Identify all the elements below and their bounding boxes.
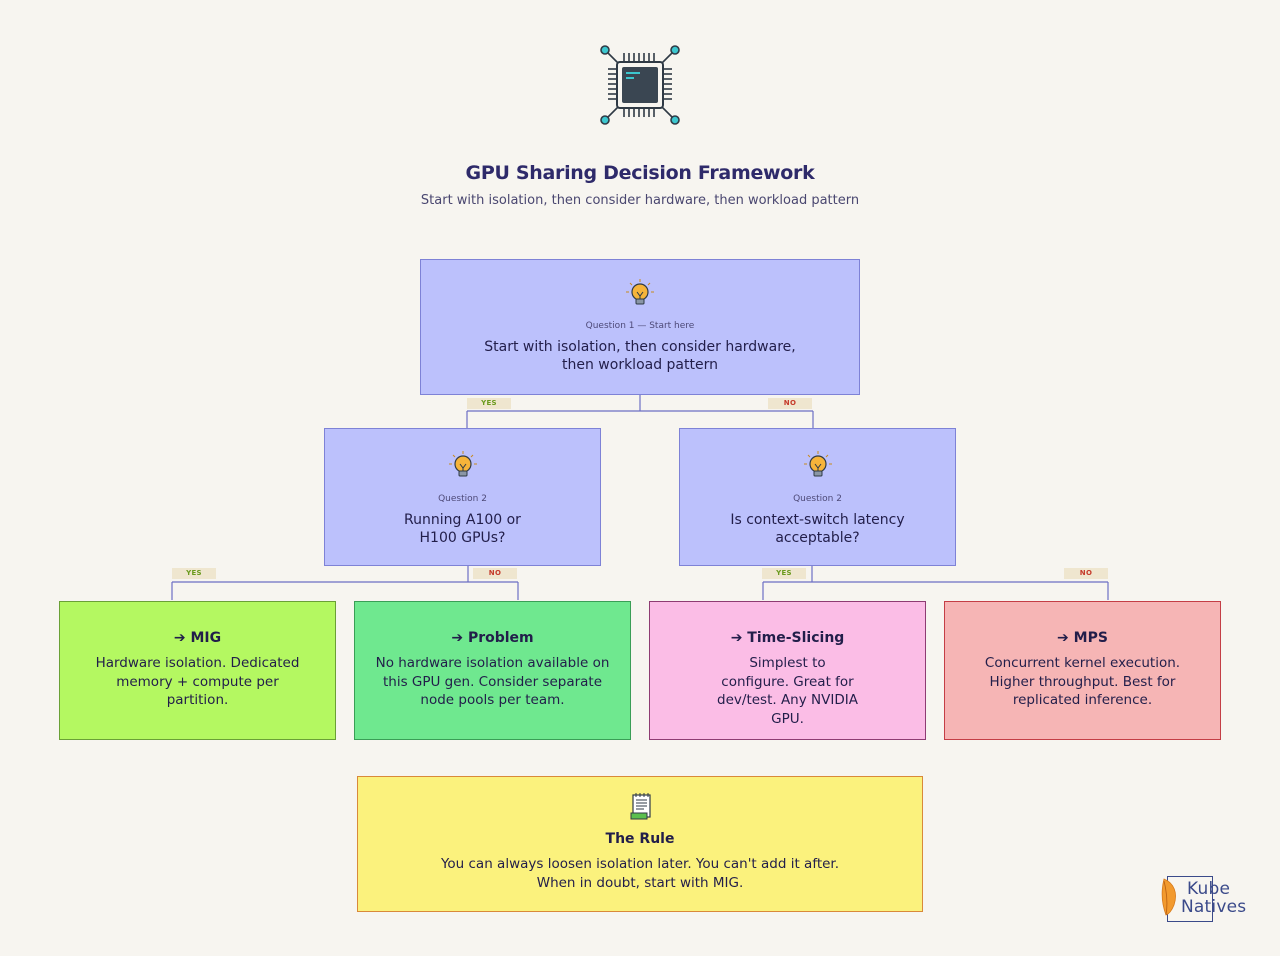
no-tag: NO	[1064, 568, 1108, 579]
notepad-icon	[630, 793, 651, 820]
arrow-icon: ➔	[173, 630, 186, 646]
question-2-latency-node: Question 2 Is context-switch latency acc…	[679, 428, 956, 566]
page-subtitle: Start with isolation, then consider hard…	[420, 193, 860, 208]
no-tag: NO	[768, 398, 812, 409]
arrow-icon: ➔	[730, 630, 743, 646]
result-body: No hardware isolation available on this …	[375, 655, 610, 708]
result-title: ➔ Time-Slicing	[650, 630, 925, 646]
result-time-slicing-node: ➔ Time-Slicing Simplest to configure. Gr…	[649, 601, 926, 740]
rule-box: The Rule You can always loosen isolation…	[357, 776, 923, 912]
question-label: Question 2	[793, 494, 842, 504]
lightbulb-icon	[448, 451, 477, 477]
cpu-chip-icon	[600, 45, 680, 125]
rule-body: You can always loosen isolation later. Y…	[440, 856, 840, 891]
arrow-icon: ➔	[1057, 630, 1069, 646]
rule-title: The Rule	[605, 831, 675, 847]
result-body: Hardware isolation. Dedicated memory + c…	[95, 655, 300, 708]
result-title: ➔ MIG	[60, 630, 335, 646]
yes-tag: YES	[762, 568, 806, 579]
brand-logo: Kube Natives	[1158, 873, 1258, 925]
result-body: Simplest to configure. Great for dev/tes…	[717, 655, 858, 727]
lightbulb-icon	[626, 279, 654, 305]
arrow-icon: ➔	[451, 630, 464, 646]
question-1-node: Question 1 — Start here Start with isola…	[420, 259, 860, 395]
question-text: Is context-switch latency acceptable?	[730, 512, 905, 546]
result-body: Concurrent kernel execution. Higher thro…	[984, 655, 1181, 708]
yes-tag: YES	[467, 398, 511, 409]
result-title-text: MPS	[1073, 630, 1108, 646]
question-text: Start with isolation, then consider hard…	[484, 339, 796, 373]
question-2-hardware-node: Question 2 Running A100 or H100 GPUs?	[324, 428, 601, 566]
question-label: Question 1 — Start here	[585, 321, 695, 331]
result-mig-node: ➔ MIG Hardware isolation. Dedicated memo…	[59, 601, 336, 740]
feather-icon	[1161, 878, 1176, 916]
question-text: Running A100 or H100 GPUs?	[404, 512, 521, 546]
result-title: ➔ Problem	[355, 630, 630, 646]
result-title-text: Time-Slicing	[747, 630, 845, 646]
page-title: GPU Sharing Decision Framework	[465, 162, 815, 184]
result-title-text: MIG	[190, 630, 222, 646]
yes-tag: YES	[172, 568, 216, 579]
brand-name-line1: Kube	[1187, 879, 1231, 899]
brand-name-line2: Natives	[1181, 897, 1247, 917]
lightbulb-icon	[803, 451, 832, 477]
result-title-text: Problem	[467, 630, 534, 646]
result-title: ➔ MPS	[945, 630, 1220, 646]
result-mps-node: ➔ MPS Concurrent kernel execution. Highe…	[944, 601, 1221, 740]
question-label: Question 2	[438, 494, 487, 504]
result-problem-node: ➔ Problem No hardware isolation availabl…	[354, 601, 631, 740]
no-tag: NO	[473, 568, 517, 579]
